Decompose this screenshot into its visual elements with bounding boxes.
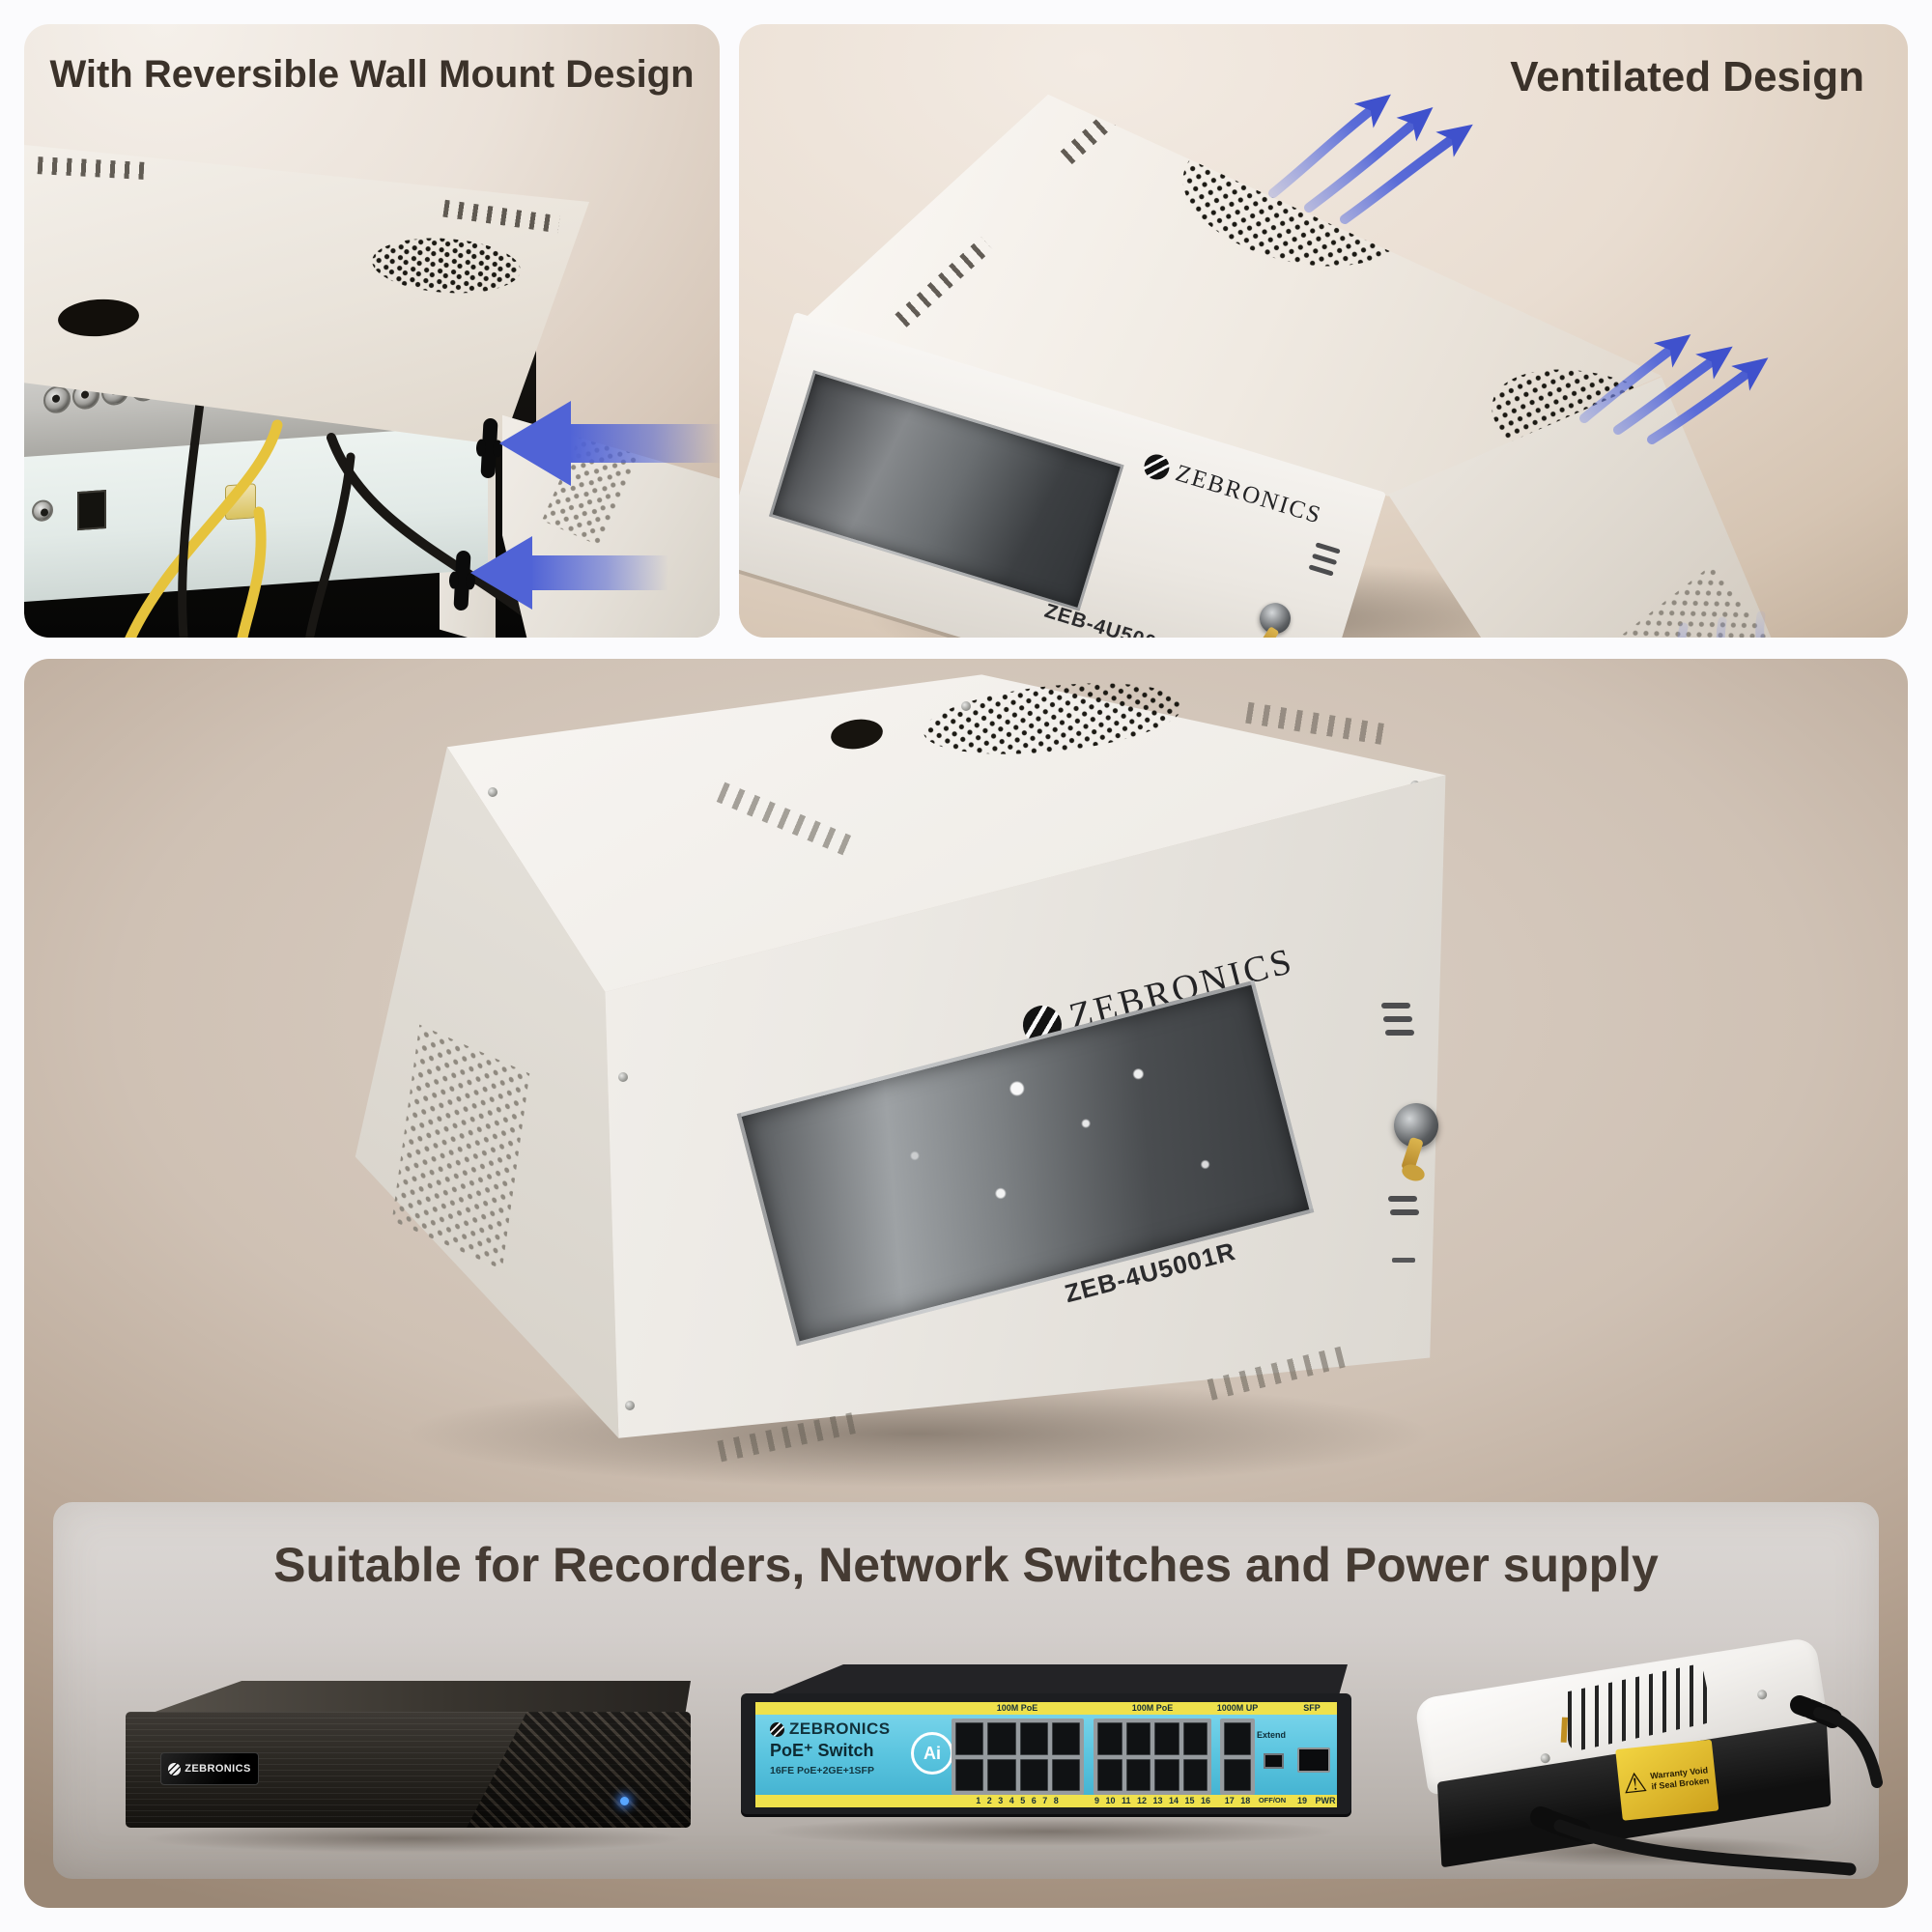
strip-title: Suitable for Recorders, Network Switches…: [273, 1538, 1659, 1592]
brand-badge: ZEBRONICS: [160, 1752, 259, 1785]
rj45-port: [1224, 1722, 1251, 1755]
port-group-label: 100M PoE: [1131, 1703, 1174, 1713]
rj45-port: [955, 1722, 984, 1755]
panel-main: ZEBRONICS ZEB-4U5001R Suitable for Recor…: [24, 659, 1908, 1908]
zebronics-logo-icon: [1141, 451, 1173, 483]
ai-badge: Ai: [911, 1732, 953, 1775]
left-arrow-icon: [499, 401, 720, 486]
switch-front-face: ZEBRONICS PoE⁺ Switch 16FE PoE+2GE+1SFP …: [741, 1693, 1351, 1814]
rj45-port: [1154, 1758, 1179, 1791]
cable-yellow: [237, 506, 267, 638]
extend-label: Extend: [1256, 1730, 1287, 1740]
panel-wall-mount: With Reversible Wall Mount Design: [24, 24, 720, 638]
cabinet-hero-photo: ZEBRONICS ZEB-4U5001R: [343, 667, 1463, 1488]
rj45-port: [1051, 1722, 1080, 1755]
recorder-front-face: ZEBRONICS: [126, 1712, 691, 1828]
vent-slit: [1392, 1258, 1415, 1263]
screw: [618, 1072, 628, 1082]
arrow-head: [499, 401, 571, 486]
rj45-port: [987, 1758, 1016, 1791]
power-led: [620, 1797, 629, 1805]
rj45-port: [955, 1758, 984, 1791]
rj45-port: [1019, 1722, 1048, 1755]
rj45-port: [1097, 1722, 1122, 1755]
recorder-top-face: [150, 1681, 691, 1714]
rj45-port: [987, 1722, 1016, 1755]
rj45-port-group: [952, 1719, 1084, 1795]
rj45-port: [1051, 1758, 1080, 1791]
product-name: PoE⁺ Switch: [770, 1741, 874, 1760]
vent-slots: [442, 199, 560, 234]
rj45-port: [1224, 1758, 1251, 1791]
sfp-port: [1297, 1747, 1330, 1773]
label-stripe-top: [755, 1702, 1337, 1715]
recorder-product-photo: ZEBRONICS: [126, 1681, 696, 1853]
poe-switch-product-photo: ZEBRONICS PoE⁺ Switch 16FE PoE+2GE+1SFP …: [741, 1664, 1359, 1846]
rj45-port: [1097, 1758, 1122, 1791]
power-supply-product-photo: ⚠ Warranty Void if Seal Broken: [1396, 1628, 1884, 1876]
cable-entry-hole: [56, 297, 141, 339]
left-arrow-icon: [470, 536, 668, 610]
extend-switch: [1264, 1753, 1284, 1769]
cable-black: [305, 452, 355, 638]
brand-name: ZEBRONICS: [789, 1719, 891, 1738]
port-numbers: 17 18: [1224, 1796, 1251, 1805]
cable-black: [1553, 1819, 1857, 1876]
acrylic-window: [769, 370, 1124, 611]
cable-black: [1813, 1707, 1883, 1788]
airflow-arrow-icon: [1677, 611, 1766, 638]
rj45-port: [1182, 1722, 1208, 1755]
port-numbers: 1 2 3 4 5 6 7 8: [976, 1796, 1059, 1805]
cable-yellow: [125, 419, 283, 638]
zebronics-logo-icon: [168, 1762, 182, 1776]
model-number: ZEB-4U5001R: [1041, 599, 1186, 638]
product-shadow: [140, 1824, 686, 1853]
uplink-port-group: [1220, 1719, 1255, 1795]
vent-slots: [1060, 94, 1166, 165]
brand-name: ZEBRONICS: [185, 1763, 251, 1775]
panel-ventilated: Ventilated Design ZEBRONICS ZEB-4U5001R: [739, 24, 1908, 638]
sfp-number: 19: [1296, 1796, 1308, 1805]
vent-slots: [895, 237, 993, 327]
port-group-label: 100M PoE: [996, 1703, 1038, 1713]
rj45-port: [1125, 1758, 1151, 1791]
screw: [625, 1401, 635, 1410]
rj45-port: [1182, 1758, 1208, 1791]
product-shadow: [760, 1817, 1340, 1846]
rj45-port: [1019, 1758, 1048, 1791]
vent-holes: [370, 233, 523, 298]
port-group-label: 1000M UP: [1216, 1703, 1259, 1713]
brand-name: ZEBRONICS: [1172, 460, 1325, 529]
screw: [488, 787, 497, 797]
rj45-port: [1154, 1722, 1179, 1755]
screw: [961, 701, 971, 711]
airflow-arrow-icon: [1268, 94, 1473, 224]
port-group-label: SFP: [1303, 1703, 1321, 1713]
vent-slots: [37, 156, 145, 180]
extend-state: OFF/ON: [1258, 1796, 1287, 1804]
arrow-tail: [530, 555, 668, 590]
rj45-port: [1125, 1722, 1151, 1755]
arrow-tail: [569, 424, 720, 463]
product-spec: 16FE PoE+2GE+1SFP: [770, 1765, 874, 1776]
panel-title: Ventilated Design: [1510, 53, 1864, 100]
suitable-devices-strip: Suitable for Recorders, Network Switches…: [53, 1502, 1883, 1879]
switch-top-face: [768, 1664, 1348, 1695]
brand-logo: ZEBRONICS: [770, 1719, 891, 1739]
arrow-head: [470, 536, 532, 610]
pwr-label: PWR: [1315, 1796, 1336, 1805]
port-numbers: 9 10 11 12 13 14 15 16: [1094, 1796, 1211, 1805]
zebronics-logo-icon: [770, 1721, 784, 1737]
panel-title: With Reversible Wall Mount Design: [49, 53, 695, 96]
airflow-arrow-icon: [1579, 334, 1769, 444]
cable-black: [178, 398, 205, 638]
cables: [1530, 1695, 1883, 1876]
rj45-port-group: [1094, 1719, 1211, 1795]
label-stripe-bottom: [755, 1795, 1337, 1807]
